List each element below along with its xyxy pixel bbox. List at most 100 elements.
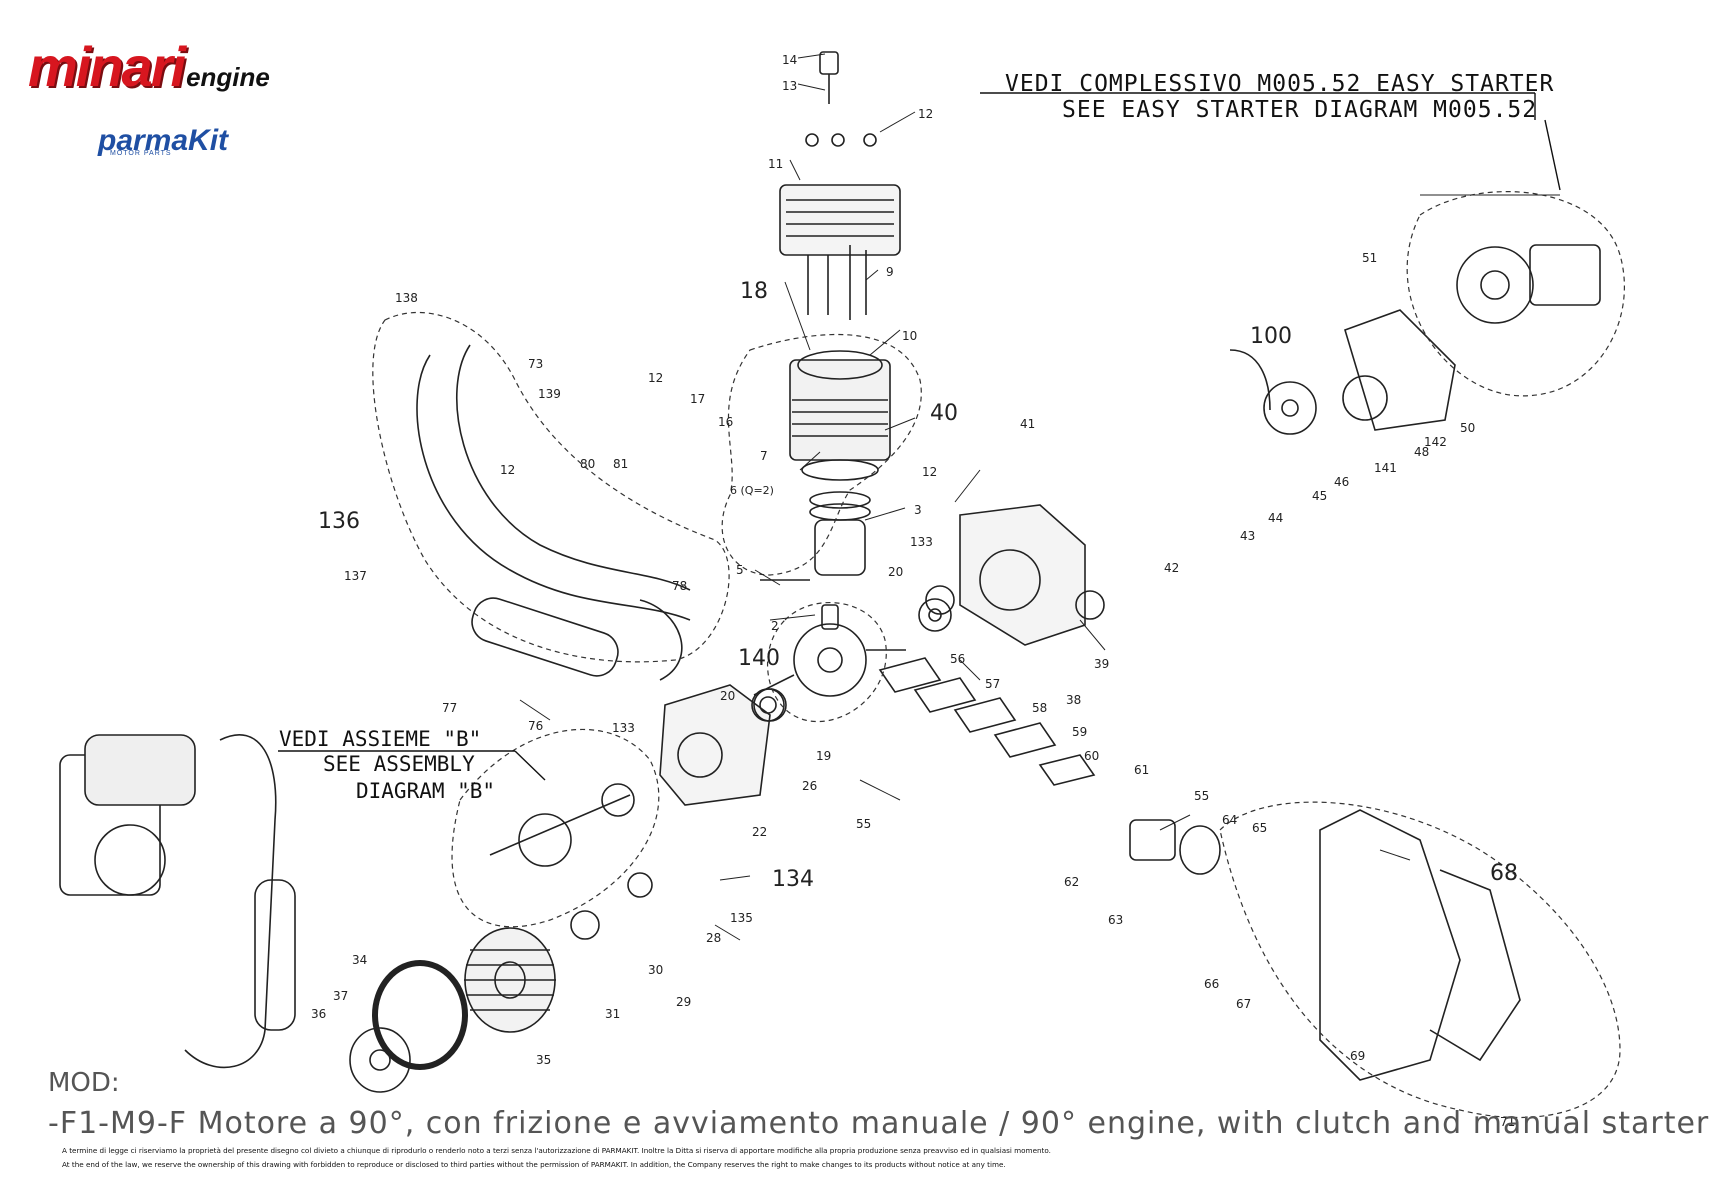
part-label-p45: 45 — [1312, 489, 1327, 503]
part-label-p36: 36 — [311, 1007, 326, 1021]
part-label-p133a: 133 — [612, 721, 635, 735]
easy-starter-reference-en: SEE EASY STARTER DIAGRAM M005.52 — [1062, 97, 1538, 123]
part-label-p12c: 12 — [500, 463, 515, 477]
transmission-cover-part — [1319, 809, 1521, 1081]
part-label-p76: 76 — [528, 719, 543, 733]
part-label-p12a: 12 — [918, 107, 933, 121]
part-label-p66: 66 — [1204, 977, 1219, 991]
part-label-p46: 46 — [1334, 475, 1349, 489]
legal-notice-it: A termine di legge ci riserviamo la prop… — [62, 1146, 1051, 1155]
part-label-p64: 64 — [1222, 813, 1237, 827]
part-label-p81: 81 — [613, 457, 628, 471]
piston-part — [760, 491, 871, 581]
part-label-p13: 13 — [782, 79, 797, 93]
part-label-p71: 71 — [1500, 1115, 1515, 1129]
part-label-p73: 73 — [528, 357, 543, 371]
assembled-engine-illustration — [59, 734, 296, 1069]
parmakit-logo: parmaKit — [98, 124, 229, 157]
leader-lines — [519, 53, 1560, 941]
part-label-p9: 9 — [886, 265, 894, 279]
bearing-parts — [570, 598, 952, 940]
part-label-p35: 35 — [536, 1053, 551, 1067]
drive-belt-part — [372, 960, 468, 1070]
part-label-p2: 2 — [771, 619, 779, 633]
easy-starter-assembly — [1344, 244, 1601, 431]
part-label-p60: 60 — [1084, 749, 1099, 763]
part-label-p137: 137 — [344, 569, 367, 583]
crankcase-left-part — [659, 684, 785, 806]
part-label-p56: 56 — [950, 652, 965, 666]
part-label-p20a: 20 — [720, 689, 735, 703]
part-label-p5: 5 — [736, 563, 744, 577]
part-label-p48: 48 — [1414, 445, 1429, 459]
part-label-p51: 51 — [1362, 251, 1377, 265]
part-label-p44: 44 — [1268, 511, 1283, 525]
part-label-p43: 43 — [1240, 529, 1255, 543]
logo-suffix: engine — [186, 62, 270, 92]
part-label-p133b: 133 — [910, 535, 933, 549]
part-label-p80: 80 — [580, 457, 595, 471]
part-label-p11: 11 — [768, 157, 783, 171]
part-label-p28: 28 — [706, 931, 721, 945]
cylinder-head-part — [779, 51, 901, 256]
easy-starter-reference-it: VEDI COMPLESSIVO M005.52 EASY STARTER — [1005, 71, 1555, 97]
part-label-p55a: 55 — [856, 817, 871, 831]
part-label-p26: 26 — [802, 779, 817, 793]
part-label-p100: 100 — [1250, 324, 1292, 349]
reed-valve-stack — [878, 657, 1096, 786]
drawing-title: -F1-M9-F Motore a 90°, con frizione e av… — [48, 1106, 1709, 1141]
part-label-p34: 34 — [352, 953, 367, 967]
part-label-p55b: 55 — [1194, 789, 1209, 803]
part-label-p39: 39 — [1094, 657, 1109, 671]
logo-brand: minari — [28, 35, 186, 98]
part-label-p50: 50 — [1460, 421, 1475, 435]
part-label-p139: 139 — [538, 387, 561, 401]
part-label-p62: 62 — [1064, 875, 1079, 889]
mod-label: MOD: — [48, 1068, 120, 1098]
part-label-p31: 31 — [605, 1007, 620, 1021]
assembly-b-reference-it: VEDI ASSIEME "B" — [279, 727, 482, 751]
part-label-p78: 78 — [672, 579, 687, 593]
part-label-p59: 59 — [1072, 725, 1087, 739]
part-label-p19: 19 — [816, 749, 831, 763]
part-label-p14: 14 — [782, 53, 797, 67]
part-label-p22: 22 — [752, 825, 767, 839]
part-label-p38: 38 — [1066, 693, 1081, 707]
minari-logo: minariengine — [28, 34, 270, 99]
part-label-p40: 40 — [930, 401, 958, 426]
part-label-p67: 67 — [1236, 997, 1251, 1011]
part-label-p10: 10 — [902, 329, 917, 343]
part-label-p138: 138 — [395, 291, 418, 305]
part-label-p61: 61 — [1134, 763, 1149, 777]
part-label-p57: 57 — [985, 677, 1000, 691]
part-label-p65: 65 — [1252, 821, 1267, 835]
part-label-p20b: 20 — [888, 565, 903, 579]
part-label-p6: 6 (Q=2) — [730, 484, 774, 497]
cylinder-part — [789, 350, 891, 481]
part-label-p30: 30 — [648, 963, 663, 977]
part-label-p42: 42 — [1164, 561, 1179, 575]
part-label-p17: 17 — [690, 392, 705, 406]
parmakit-logo-sub: MOTOR PARTS — [110, 150, 172, 157]
part-label-p41: 41 — [1020, 417, 1035, 431]
part-label-p7: 7 — [760, 449, 768, 463]
note-underlines — [278, 92, 1561, 781]
assembly-b-group — [489, 783, 635, 867]
part-label-p12b: 12 — [648, 371, 663, 385]
legal-notice-en: At the end of the law, we reserve the ow… — [62, 1160, 1006, 1169]
part-label-p69: 69 — [1350, 1049, 1365, 1063]
part-label-p37: 37 — [333, 989, 348, 1003]
carburetor-part — [1129, 819, 1221, 875]
part-label-p63: 63 — [1108, 913, 1123, 927]
clutch-drum-part — [464, 927, 556, 1033]
part-label-p18: 18 — [740, 279, 768, 304]
group-outlines — [372, 191, 1625, 1119]
exhaust-pipe-part — [416, 344, 691, 681]
part-label-p140: 140 — [738, 646, 780, 671]
assembly-b-reference-en-2: DIAGRAM "B" — [356, 779, 496, 803]
stud-bolts — [807, 245, 867, 320]
part-label-p77: 77 — [442, 701, 457, 715]
crankcase-right-part — [925, 504, 1105, 646]
part-label-p135: 135 — [730, 911, 753, 925]
